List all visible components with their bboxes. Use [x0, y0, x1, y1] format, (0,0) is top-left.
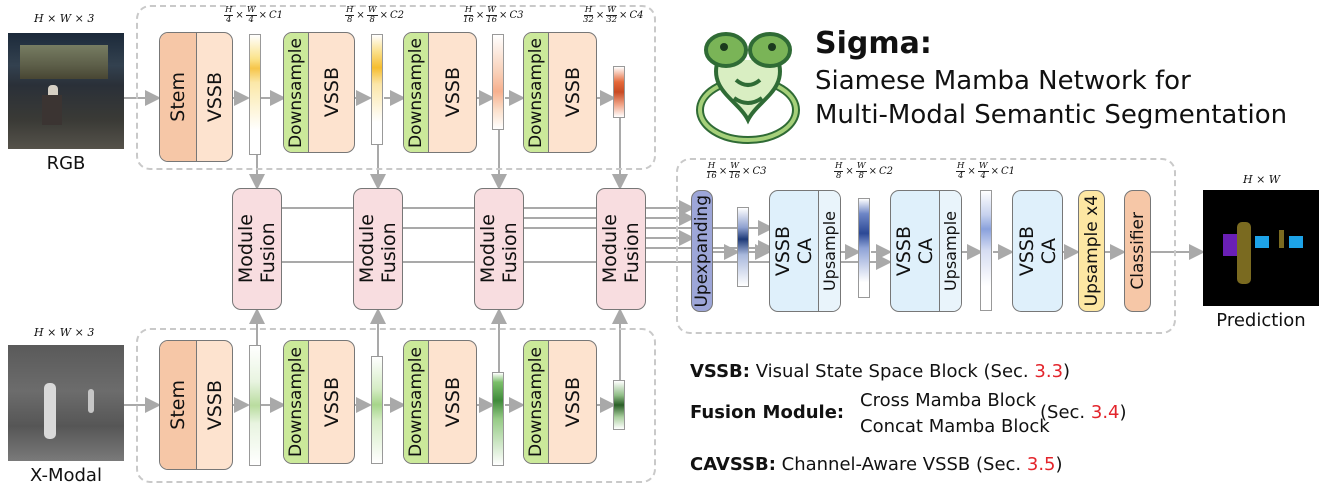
vssb-label: VSSB — [441, 376, 464, 428]
downsample-label: Downsample — [406, 347, 426, 457]
prediction-label: Prediction — [1216, 310, 1306, 331]
x-stem-vssb-block: Stem VSSB — [159, 340, 233, 470]
stem-label: Stem — [167, 72, 189, 122]
legend-cavssb: CAVSSB: Channel-Aware VSSB (Sec. 3.5) — [690, 454, 1063, 475]
vssb-label: VSSB — [561, 376, 584, 428]
rgb-stem-vssb-block: Stem VSSB — [159, 32, 233, 162]
decoder-feature-map-1 — [737, 207, 749, 287]
classifier-block: Classifier — [1124, 190, 1151, 312]
prediction-image — [1203, 190, 1319, 306]
downsample-label: Downsample — [286, 347, 306, 457]
decoder-feature-map-2 — [858, 198, 870, 298]
vssb-label: VSSB — [320, 67, 343, 118]
downsample-label: Downsample — [406, 37, 426, 148]
rgb-encoder-group — [136, 5, 656, 170]
vssb-label: VSSB — [203, 71, 226, 123]
rgb-input-image — [8, 33, 124, 149]
legend-vssb: VSSB: Visual State Space Block (Sec. 3.3… — [690, 361, 1071, 382]
output-dims: H × W — [1243, 173, 1281, 186]
x-modal-input-label: X-Modal — [30, 465, 102, 486]
title-subtitle-line1: Siamese Mamba Network for — [815, 66, 1191, 96]
vssb-label: VSSB — [561, 67, 584, 118]
x-modal-input-image — [8, 345, 124, 461]
vssb-label: VSSB — [203, 379, 226, 431]
decoder-group — [676, 158, 1176, 334]
x-input-dims: H × W × 3 — [34, 326, 95, 339]
rgb-input-label: RGB — [46, 153, 86, 174]
snake-logo — [688, 20, 808, 145]
vssb-label: VSSB — [441, 67, 464, 118]
decoder-feature-map-3 — [980, 190, 992, 311]
upsample-x4-block: Upsample x4 — [1078, 190, 1105, 312]
rgb-down-vssb-block-4: Downsample VSSB — [523, 32, 597, 153]
downsample-label: Downsample — [286, 37, 306, 148]
upexpanding-block: Upexpanding — [691, 190, 713, 312]
x-down-vssb-block-2: Downsample VSSB — [283, 340, 355, 464]
x-feature-map-2 — [371, 356, 383, 464]
downsample-label: Downsample — [526, 347, 546, 457]
rgb-input-dims: H × W × 3 — [34, 12, 95, 25]
x-down-vssb-block-4: Downsample VSSB — [523, 340, 597, 464]
downsample-label: Downsample — [526, 37, 546, 148]
stem-label: Stem — [167, 380, 189, 430]
title-name: Sigma: — [815, 26, 932, 61]
x-down-vssb-block-3: Downsample VSSB — [403, 340, 477, 464]
rgb-feature-map-1 — [249, 34, 261, 155]
rgb-down-vssb-block-3: Downsample VSSB — [403, 32, 477, 153]
x-encoder-group — [136, 328, 656, 483]
rgb-feature-map-3 — [492, 34, 504, 130]
x-feature-map-4 — [613, 380, 625, 430]
rgb-feature-map-4 — [613, 66, 625, 118]
rgb-down-vssb-block-2: Downsample VSSB — [283, 32, 355, 153]
title-subtitle-line2: Multi-Modal Semantic Segmentation — [815, 100, 1288, 130]
x-feature-map-1 — [249, 345, 261, 466]
x-feature-map-3 — [492, 372, 504, 466]
vssb-label: VSSB — [320, 376, 343, 428]
rgb-feature-map-2 — [371, 34, 383, 145]
